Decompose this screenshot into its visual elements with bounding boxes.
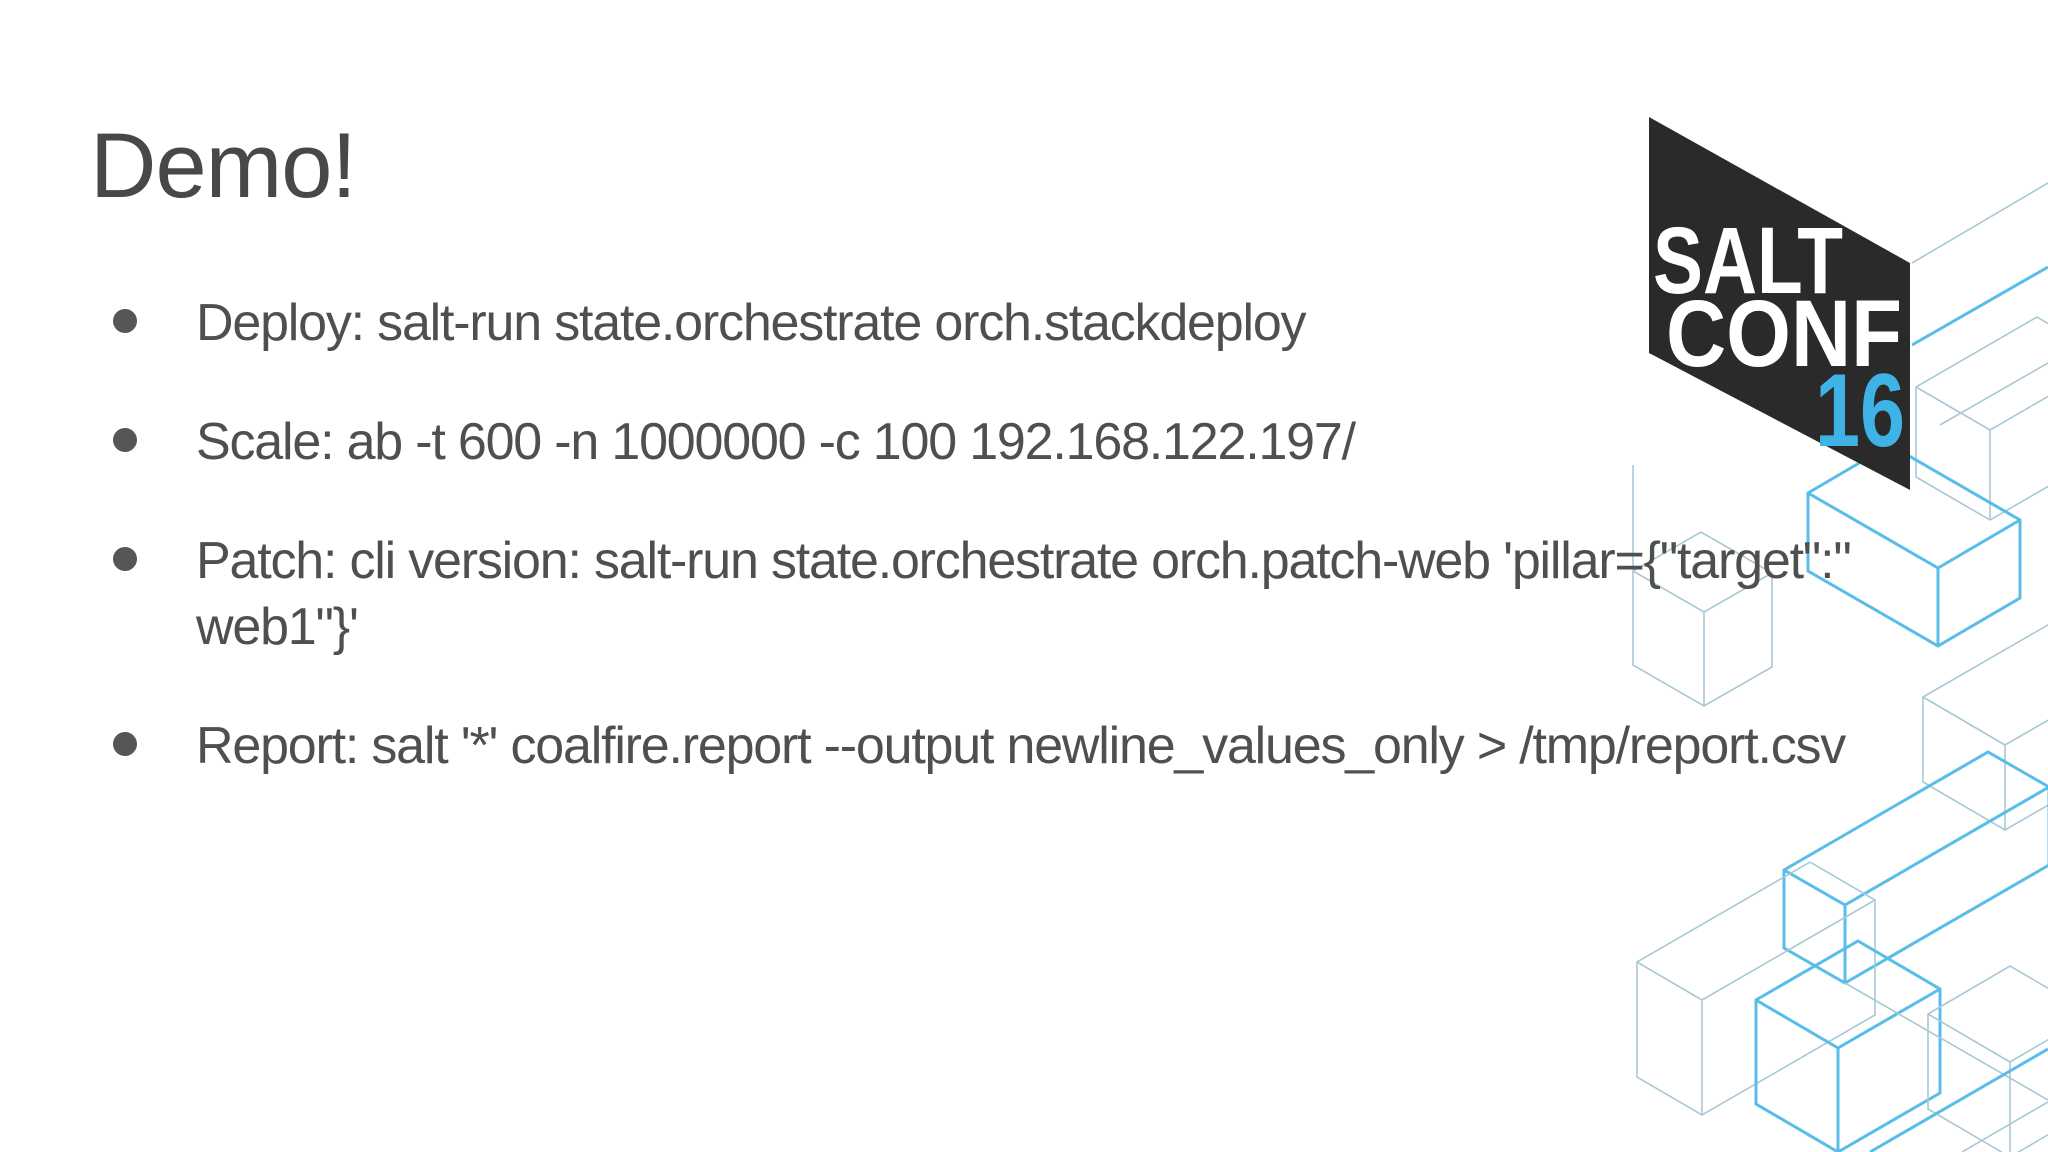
bullet-dot	[113, 309, 137, 333]
bullet-dot	[113, 547, 137, 571]
logo-text-conf: CONF	[1666, 281, 1902, 387]
bullet-text-line: Report: salt '*' coalfire.report --outpu…	[196, 717, 1846, 775]
logo-text-year: 16	[1815, 353, 1905, 469]
bullet-text-line: Scale: ab -t 600 -n 1000000 -c 100 192.1…	[196, 413, 1356, 471]
bullet-item: Scale: ab -t 600 -n 1000000 -c 100 192.1…	[113, 409, 2013, 475]
bullet-list: Deploy: salt-run state.orchestrate orch.…	[113, 290, 2013, 832]
logo-text-salt: SALT	[1653, 208, 1843, 314]
bullet-item: Patch: cli version: salt-run state.orche…	[113, 528, 2013, 660]
logo-shape	[1649, 117, 1910, 490]
bullet-text-line: Patch: cli version: salt-run state.orche…	[196, 532, 1852, 590]
saltconf-logo: SALT CONF 16	[1649, 117, 1910, 490]
bullet-text-line: web1"}'	[196, 598, 359, 656]
bullet-text-line: Deploy: salt-run state.orchestrate orch.…	[196, 294, 1307, 352]
bullet-dot	[113, 428, 137, 452]
slide-title: Demo!	[90, 115, 357, 217]
bullet-dot	[113, 732, 137, 756]
isometric-cubes-pattern	[1632, 182, 2048, 1152]
bullet-item: Report: salt '*' coalfire.report --outpu…	[113, 713, 2013, 779]
bullet-item: Deploy: salt-run state.orchestrate orch.…	[113, 290, 2013, 356]
